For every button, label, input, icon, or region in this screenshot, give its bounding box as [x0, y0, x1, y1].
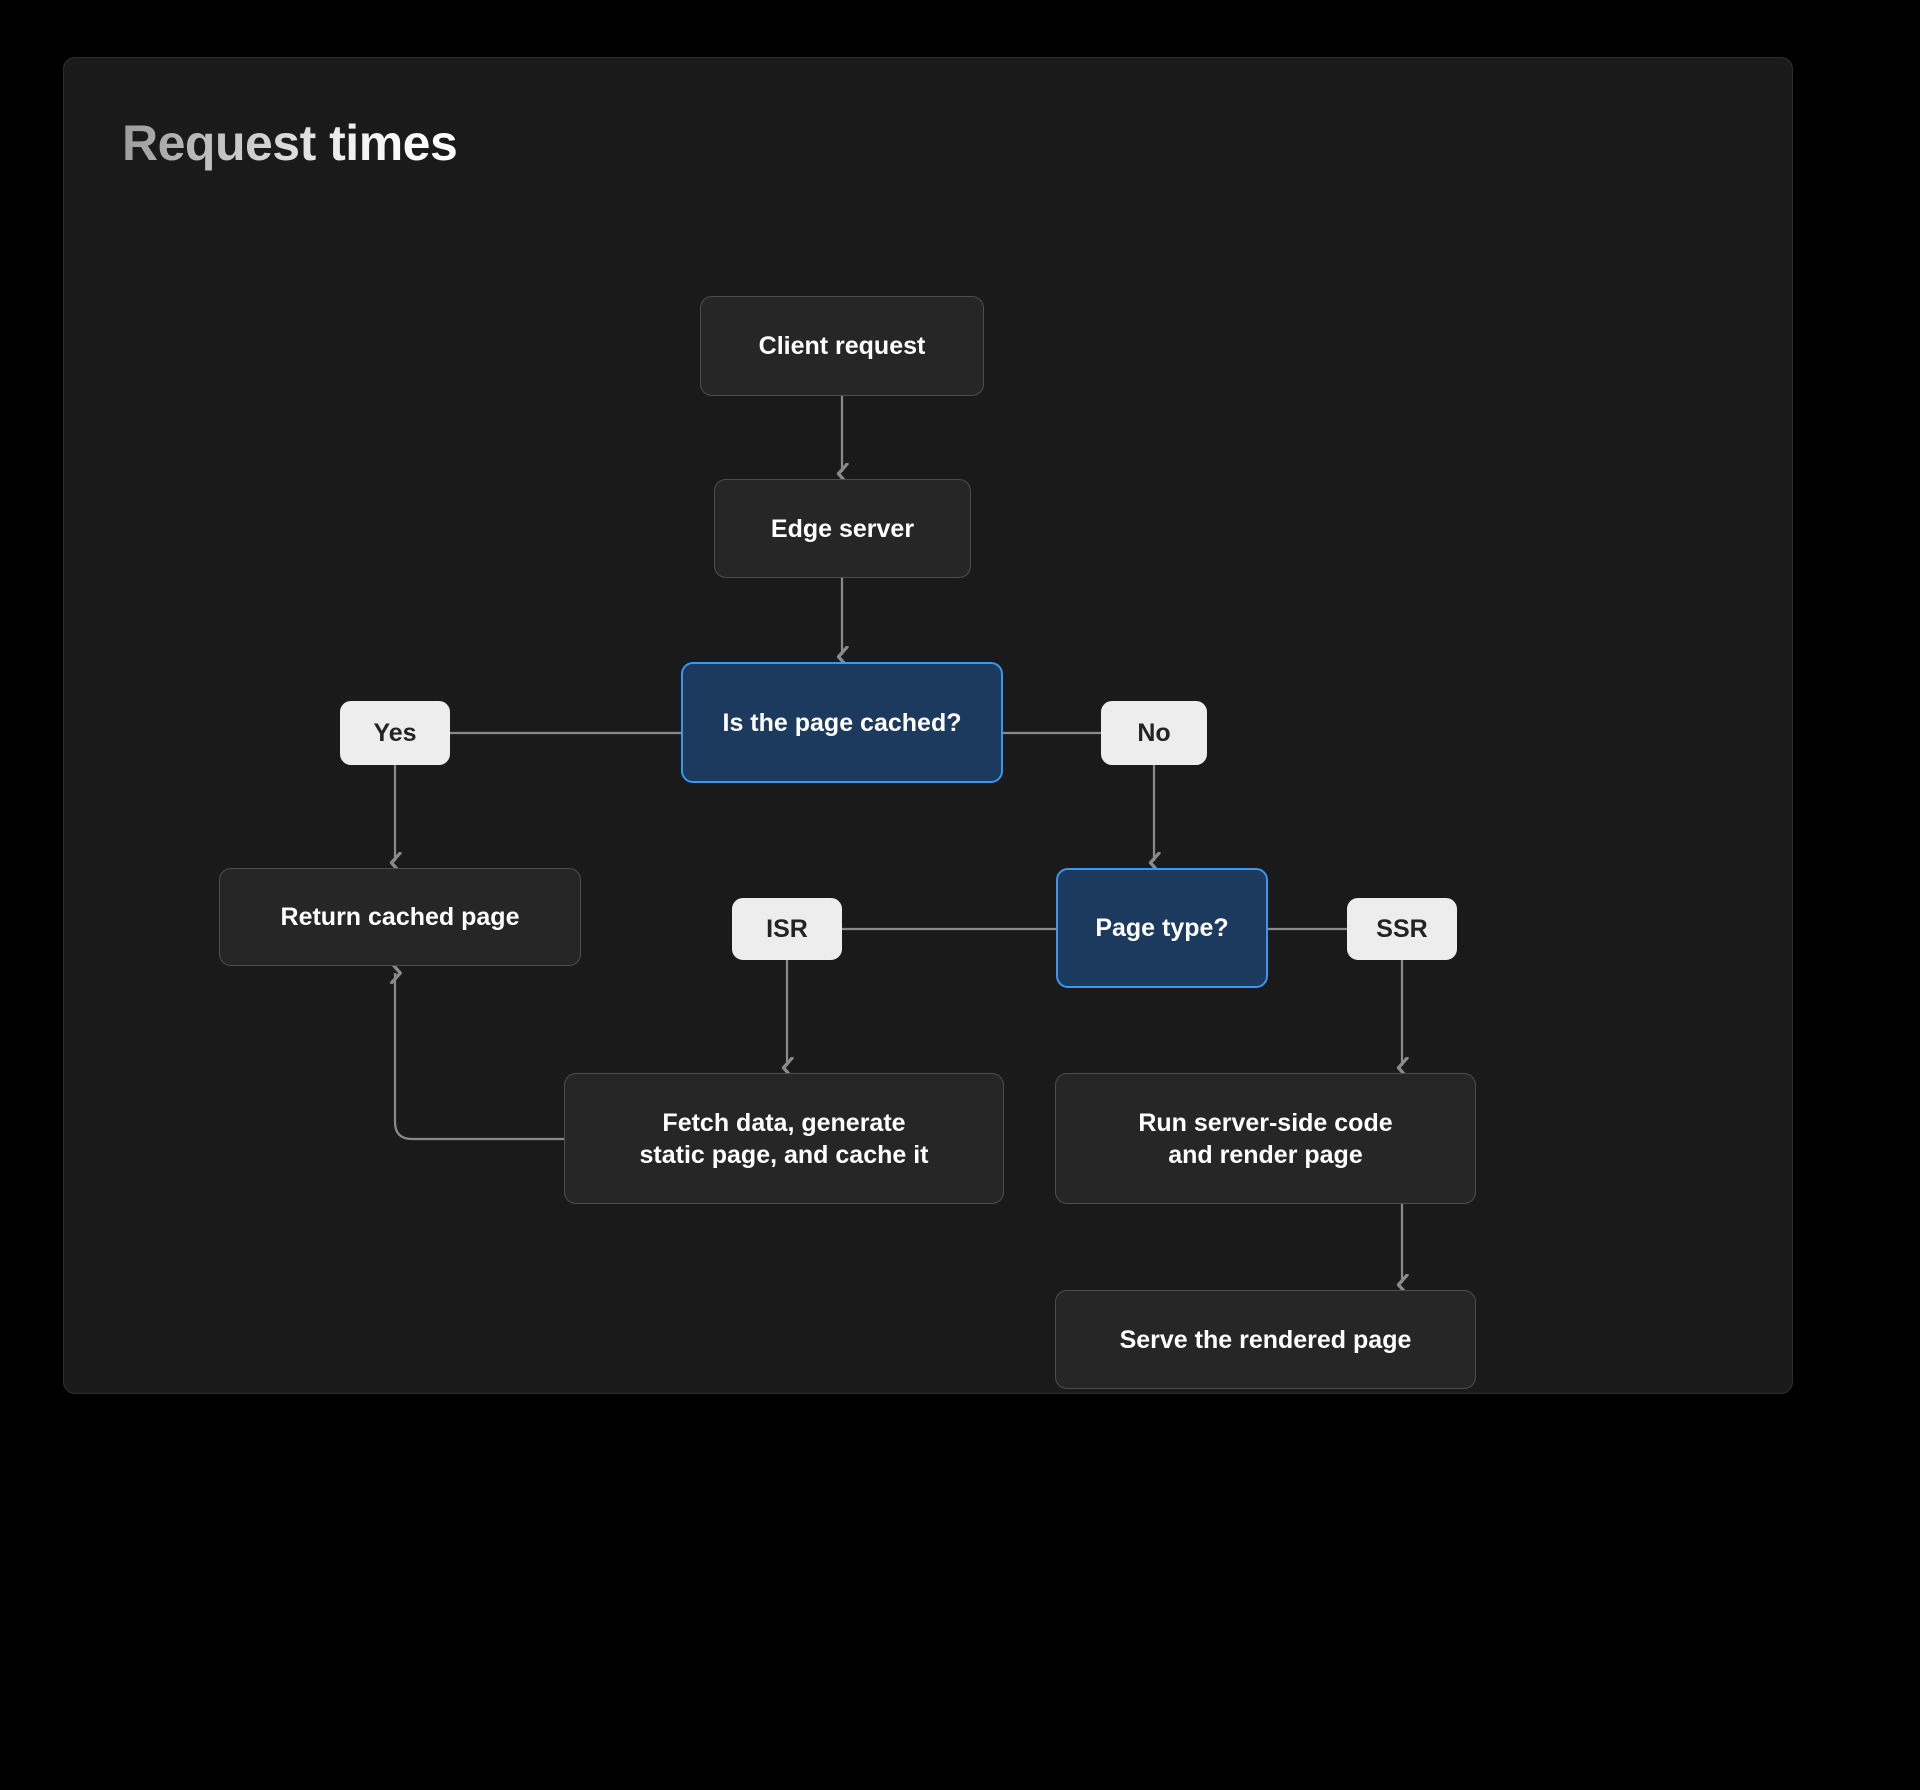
node-run-server-side-code[interactable]: Run server-side code and render page: [1055, 1073, 1476, 1204]
node-label: ISR: [766, 915, 808, 943]
node-label: Run server-side code and render page: [1138, 1108, 1393, 1169]
node-label-yes[interactable]: Yes: [340, 701, 450, 765]
node-label: Return cached page: [280, 903, 520, 931]
diagram-card: Request times: [63, 57, 1793, 1394]
node-page-type[interactable]: Page type?: [1056, 868, 1268, 988]
node-fetch-data-generate[interactable]: Fetch data, generate static page, and ca…: [564, 1073, 1004, 1204]
node-label-isr[interactable]: ISR: [732, 898, 842, 960]
flowchart: Client request Edge server Is the page c…: [64, 58, 1794, 1395]
node-label: Edge server: [770, 514, 915, 543]
node-label: Page type?: [1095, 914, 1229, 942]
node-client-request[interactable]: Client request: [700, 296, 984, 396]
node-label: Is the page cached?: [722, 708, 962, 737]
node-label-ssr[interactable]: SSR: [1347, 898, 1457, 960]
node-label: SSR: [1376, 915, 1428, 943]
node-label-no[interactable]: No: [1101, 701, 1207, 765]
node-label: No: [1137, 719, 1171, 747]
node-label: Client request: [758, 332, 926, 360]
node-serve-rendered-page[interactable]: Serve the rendered page: [1055, 1290, 1476, 1389]
node-return-cached-page[interactable]: Return cached page: [219, 868, 581, 966]
node-label: Yes: [373, 719, 417, 747]
node-label: Serve the rendered page: [1119, 1325, 1412, 1354]
node-is-page-cached[interactable]: Is the page cached?: [681, 662, 1003, 783]
page-title: Request times: [122, 115, 458, 171]
node-label: Fetch data, generate static page, and ca…: [639, 1108, 929, 1169]
edge-fetch-to-return-cached: [395, 973, 564, 1141]
node-edge-server[interactable]: Edge server: [714, 479, 971, 578]
